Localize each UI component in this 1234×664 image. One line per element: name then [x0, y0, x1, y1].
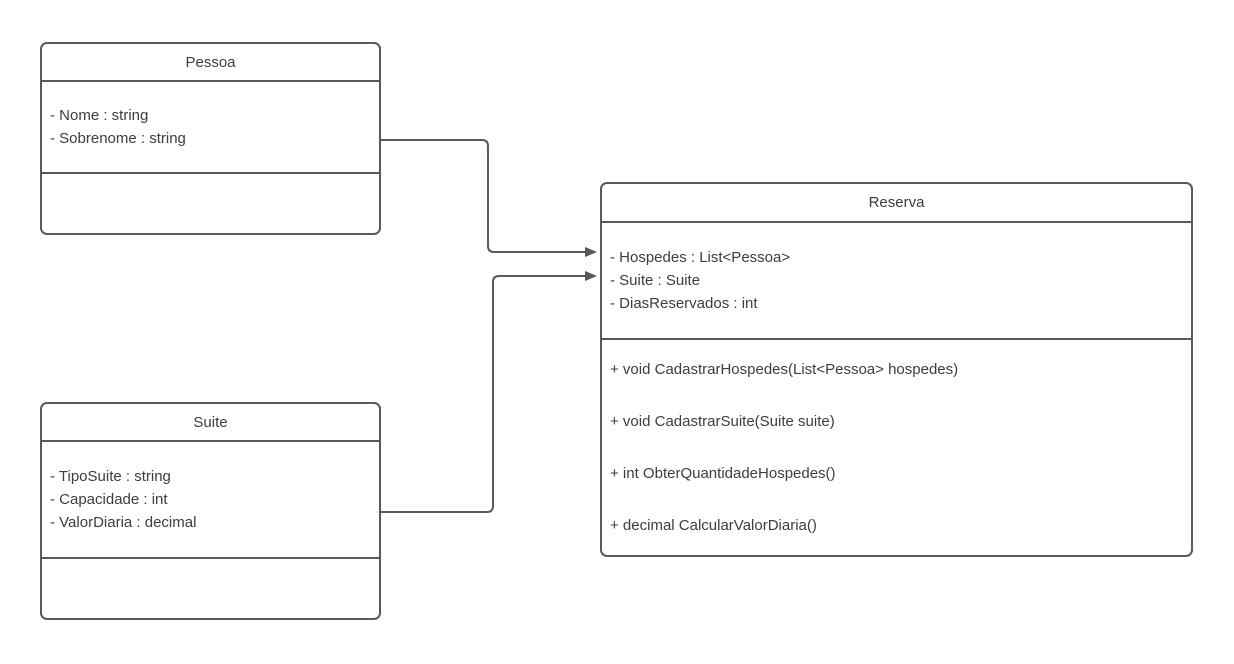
attribute-row: - Hospedes : List<Pessoa> [610, 249, 791, 266]
method-row: + decimal CalcularValorDiaria() [610, 517, 817, 534]
method-row: + void CadastrarSuite(Suite suite) [610, 413, 835, 430]
attribute-row: - Nome : string [50, 107, 149, 124]
class-methods-pessoa [42, 174, 379, 233]
attribute-row: - DiasReservados : int [610, 295, 758, 312]
attribute-row: - ValorDiaria : decimal [50, 514, 197, 531]
class-attributes-suite: - TipoSuite : string - Capacidade : int … [42, 442, 379, 559]
connector-suite-to-reserva[interactable] [381, 271, 597, 513]
class-attributes-pessoa: - Nome : string - Sobrenome : string [42, 82, 379, 174]
class-methods-suite [42, 559, 379, 618]
class-title-pessoa: Pessoa [42, 44, 379, 82]
class-box-reserva[interactable]: Reserva - Hospedes : List<Pessoa> - Suit… [600, 182, 1193, 557]
attribute-row: - TipoSuite : string [50, 468, 171, 485]
class-attributes-reserva: - Hospedes : List<Pessoa> - Suite : Suit… [602, 223, 1191, 340]
class-title-reserva: Reserva [602, 184, 1191, 223]
class-methods-reserva: + void CadastrarHospedes(List<Pessoa> ho… [602, 340, 1191, 555]
attribute-row: - Suite : Suite [610, 272, 701, 289]
class-box-suite[interactable]: Suite - TipoSuite : string - Capacidade … [40, 402, 381, 620]
class-box-pessoa[interactable]: Pessoa - Nome : string - Sobrenome : str… [40, 42, 381, 235]
attribute-row: - Sobrenome : string [50, 130, 186, 147]
method-row: + int ObterQuantidadeHospedes() [610, 465, 836, 482]
method-row: + void CadastrarHospedes(List<Pessoa> ho… [610, 361, 959, 378]
connector-pessoa-to-reserva[interactable] [381, 139, 597, 257]
class-title-suite: Suite [42, 404, 379, 442]
attribute-row: - Capacidade : int [50, 491, 168, 508]
